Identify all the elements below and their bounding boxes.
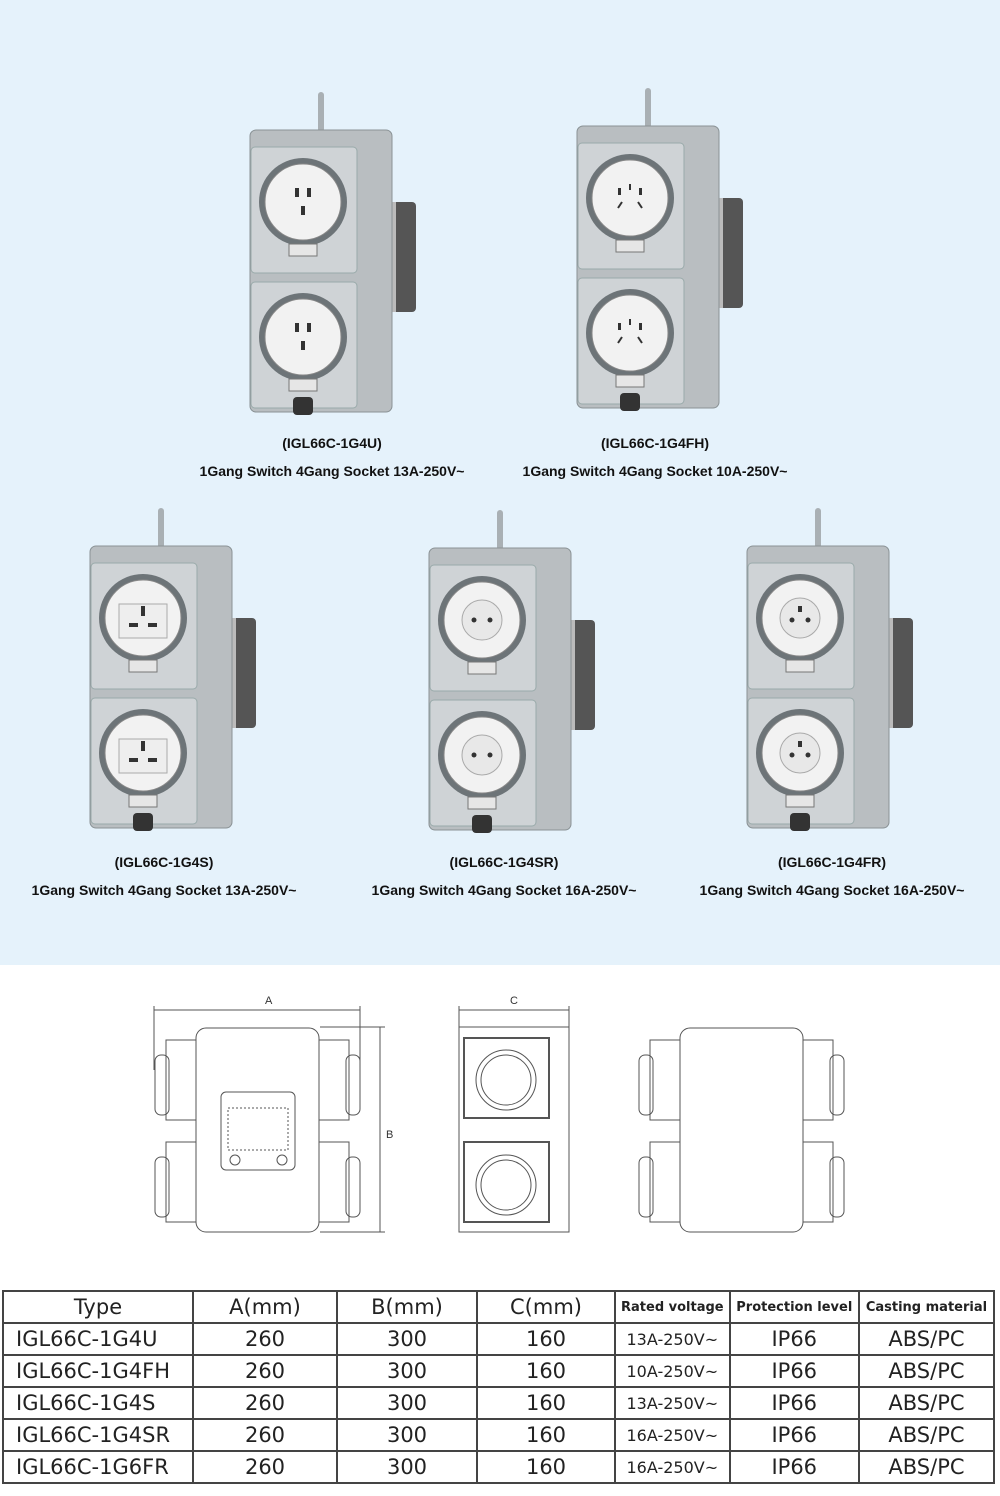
product-caption: (IGL66C-1G4SR) 1Gang Switch 4Gang Socket … xyxy=(334,848,674,904)
product-description: 1Gang Switch 4Gang Socket 16A-250V~ xyxy=(371,882,637,898)
table-cell: 300 xyxy=(336,1386,478,1420)
table-cell: ABS/PC xyxy=(857,1450,996,1484)
switch-socket-box-illustration xyxy=(89,508,256,831)
front-view: A B xyxy=(153,995,393,1233)
table-header-row: Type A(mm) B(mm) C(mm) Rated voltage Pro… xyxy=(2,1290,996,1324)
table-cell: 260 xyxy=(192,1386,338,1420)
table-cell: 300 xyxy=(336,1418,478,1452)
table-cell: 300 xyxy=(336,1450,478,1484)
table-cell: IGL66C-1G4FH xyxy=(2,1354,194,1388)
table-cell: 160 xyxy=(476,1386,616,1420)
product-image-1g4u xyxy=(248,92,418,422)
table-cell: ABS/PC xyxy=(857,1322,996,1356)
product-model: (IGL66C-1G4SR) xyxy=(449,854,559,870)
table-cell: 10A-250V~ xyxy=(614,1354,731,1388)
table-cell: 13A-250V~ xyxy=(614,1322,731,1356)
table-cell: 260 xyxy=(192,1354,338,1388)
product-image-1g4fh xyxy=(575,88,745,418)
table-cell: 13A-250V~ xyxy=(614,1386,731,1420)
table-cell: 260 xyxy=(192,1322,338,1356)
table-cell: 300 xyxy=(336,1322,478,1356)
product-model: (IGL66C-1G4U) xyxy=(282,435,382,451)
product-image-1g4fr xyxy=(745,508,915,838)
switch-socket-box-illustration xyxy=(428,510,595,833)
table-cell: 300 xyxy=(336,1354,478,1388)
table-cell: 16A-250V~ xyxy=(614,1450,731,1484)
column-header: Protection level xyxy=(728,1290,860,1324)
product-caption: (IGL66C-1G4S) 1Gang Switch 4Gang Socket 1… xyxy=(0,848,334,904)
table-cell: 160 xyxy=(476,1418,616,1452)
table-cell: 260 xyxy=(192,1418,338,1452)
dimension-label-c: C xyxy=(510,995,518,1007)
product-model: (IGL66C-1G4S) xyxy=(114,854,214,870)
spec-table: Type A(mm) B(mm) C(mm) Rated voltage Pro… xyxy=(2,1290,996,1484)
table-cell: IGL66C-1G4U xyxy=(2,1322,194,1356)
table-cell: IP66 xyxy=(728,1450,860,1484)
column-header: Type xyxy=(2,1290,194,1324)
rear-view xyxy=(638,1027,845,1233)
table-cell: IGL66C-1G6FR xyxy=(2,1450,194,1484)
table-cell: ABS/PC xyxy=(857,1418,996,1452)
product-description: 1Gang Switch 4Gang Socket 13A-250V~ xyxy=(199,463,465,479)
product-image-1g4sr xyxy=(427,510,597,840)
product-description: 1Gang Switch 4Gang Socket 13A-250V~ xyxy=(31,882,297,898)
table-cell: IGL66C-1G4S xyxy=(2,1386,194,1420)
switch-socket-box-illustration xyxy=(576,88,743,411)
product-model: (IGL66C-1G4FH) xyxy=(600,435,710,451)
product-description: 1Gang Switch 4Gang Socket 10A-250V~ xyxy=(522,463,788,479)
table-cell: IGL66C-1G4SR xyxy=(2,1418,194,1452)
table-cell: IP66 xyxy=(728,1386,860,1420)
product-gallery: (IGL66C-1G4U) 1Gang Switch 4Gang Socket 1… xyxy=(0,0,1000,965)
table-cell: 16A-250V~ xyxy=(614,1418,731,1452)
column-header: A(mm) xyxy=(192,1290,338,1324)
column-header: Casting material xyxy=(857,1290,996,1324)
table-cell: ABS/PC xyxy=(857,1386,996,1420)
table-cell: 260 xyxy=(192,1450,338,1484)
dimension-label-b: B xyxy=(386,1129,393,1141)
dimension-drawing: A B C xyxy=(153,995,845,1233)
column-header: B(mm) xyxy=(336,1290,478,1324)
table-cell: IP66 xyxy=(728,1322,860,1356)
switch-socket-box-illustration xyxy=(249,92,416,415)
product-caption: (IGL66C-1G4U) 1Gang Switch 4Gang Socket 1… xyxy=(162,429,502,485)
product-description: 1Gang Switch 4Gang Socket 16A-250V~ xyxy=(699,882,965,898)
table-cell: ABS/PC xyxy=(857,1354,996,1388)
dimension-label-a: A xyxy=(265,995,273,1007)
product-caption: (IGL66C-1G4FH) 1Gang Switch 4Gang Socket … xyxy=(485,429,825,485)
column-header: C(mm) xyxy=(476,1290,616,1324)
table-cell: 160 xyxy=(476,1450,616,1484)
table-cell: IP66 xyxy=(728,1354,860,1388)
product-model: (IGL66C-1G4FR) xyxy=(777,854,887,870)
table-cell: 160 xyxy=(476,1354,616,1388)
table-cell: IP66 xyxy=(728,1418,860,1452)
product-caption: (IGL66C-1G4FR) 1Gang Switch 4Gang Socket … xyxy=(662,848,1000,904)
product-image-1g4s xyxy=(88,508,258,838)
column-header: Rated voltage xyxy=(614,1290,731,1324)
side-view: C xyxy=(458,995,570,1233)
switch-socket-box-illustration xyxy=(746,508,913,831)
table-cell: 160 xyxy=(476,1322,616,1356)
